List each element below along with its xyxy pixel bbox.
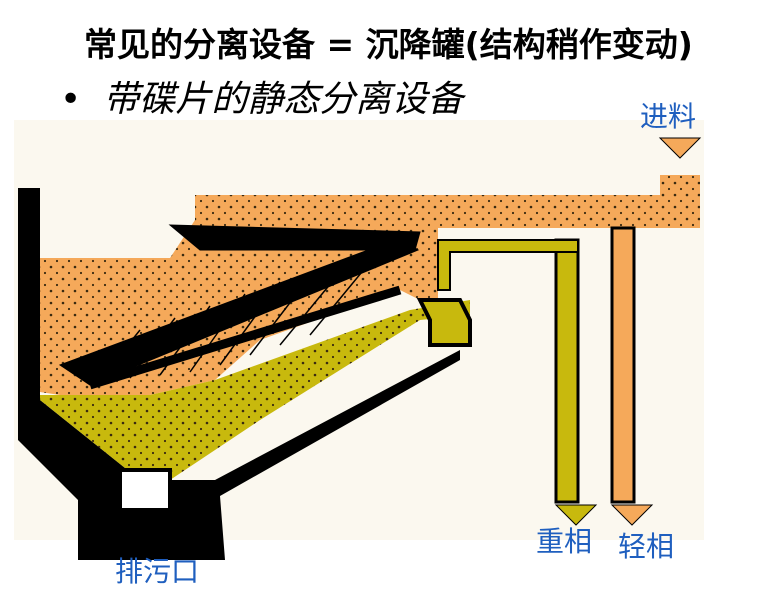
heavy-phase-collector [437,239,579,291]
disc-stack [58,224,421,390]
bullet-icon: • [60,79,82,120]
feed-inlet-arrow [658,137,702,159]
page-subtitle: • 带碟片的静态分离设备 [60,70,463,122]
sludge-outlet-label: 排污口 [115,555,200,588]
subtitle-text: 带碟片的静态分离设备 [103,79,464,120]
heavy-phase-pipe [554,238,580,504]
light-phase-outlet-arrow [610,504,654,526]
flow-arrows [99,249,381,381]
light-phase-pipe [610,226,636,504]
light-phase-label: 轻相 [618,530,675,563]
heavy-phase-outlet-arrow [554,504,598,526]
overflow-weir [416,298,472,347]
heavy-phase-label: 重相 [536,525,593,558]
feed-label: 进料 [640,100,697,133]
page-title: 常见的分离设备 = 沉降罐(结构稍作变动) [84,25,693,64]
sludge-outlet [118,468,172,512]
